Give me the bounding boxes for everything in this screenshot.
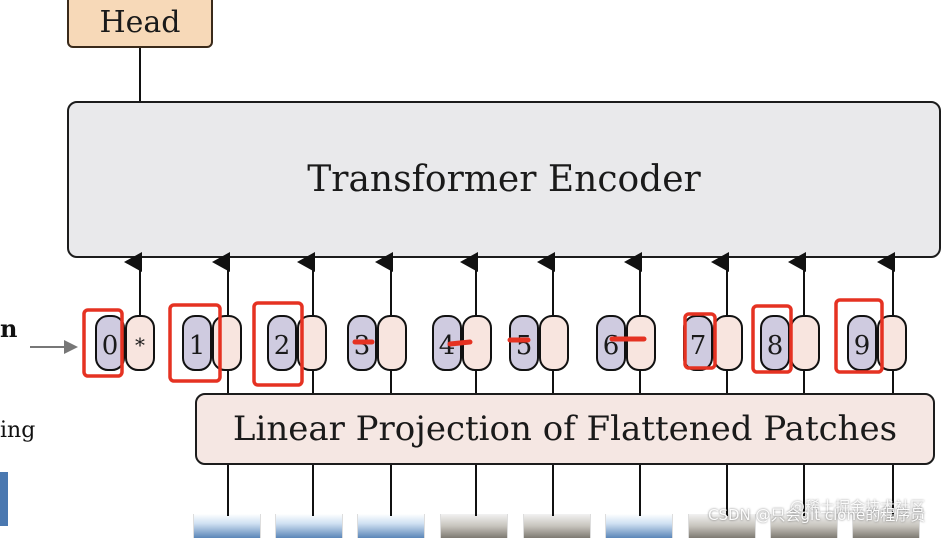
patch-connectors <box>227 465 894 516</box>
linear-projection-node: Linear Projection of Flattened Patches <box>195 393 935 465</box>
token-label-6: 6 <box>603 331 620 361</box>
position-embedding-6 <box>596 315 626 371</box>
watermark-top: @稀土掘金技术社区 <box>790 498 926 516</box>
image-patch <box>193 514 261 538</box>
token-arrows <box>124 252 895 316</box>
image-patch <box>523 514 591 538</box>
token-label-4: 4 <box>439 331 456 361</box>
token-label-5: 5 <box>516 331 533 361</box>
image-patch <box>852 514 920 538</box>
left-cut-label-bottom: ing <box>0 418 36 443</box>
highlight-box-9 <box>834 298 884 374</box>
patch-embedding-1 <box>212 315 242 371</box>
image-patch <box>275 514 343 538</box>
projection-connectors <box>227 370 894 393</box>
transformer-encoder-node: Transformer Encoder <box>67 101 941 258</box>
token-label-9: 9 <box>854 331 871 361</box>
image-patch <box>770 514 838 538</box>
watermark-bottom: CSDN @只会git clone的程序员 <box>708 506 926 524</box>
image-patch <box>357 514 425 538</box>
projection-label: Linear Projection of Flattened Patches <box>232 409 898 449</box>
position-embedding-5 <box>509 315 539 371</box>
highlight-box-7 <box>683 312 717 370</box>
token-label-7: 7 <box>690 331 707 361</box>
patch-embedding-3 <box>377 315 407 371</box>
token-row: 0 * 1 2 3 4 5 6 7 8 <box>95 315 907 371</box>
position-embedding-9 <box>847 315 877 371</box>
image-patch <box>440 514 508 538</box>
input-arrow-head <box>64 340 78 354</box>
position-embedding-0 <box>95 315 125 371</box>
position-embedding-8 <box>760 315 790 371</box>
head-node: Head <box>67 0 213 48</box>
patch-embedding-9 <box>877 315 907 371</box>
position-embedding-2 <box>267 315 297 371</box>
highlight-strokes <box>352 336 647 347</box>
token-label-1: 1 <box>189 331 206 361</box>
image-patch <box>688 514 756 538</box>
highlight-annotations <box>82 298 884 387</box>
token-label-8: 8 <box>767 331 784 361</box>
highlight-box-8 <box>751 304 793 374</box>
encoder-label: Transformer Encoder <box>307 159 701 200</box>
patch-embedding-7 <box>713 315 743 371</box>
highlight-box-1 <box>168 303 222 383</box>
head-label: Head <box>99 4 181 40</box>
class-token <box>125 315 155 371</box>
left-cut-label-top: n <box>0 314 18 343</box>
patch-embedding-2 <box>297 315 327 371</box>
highlight-box-2 <box>252 301 304 387</box>
token-label-0: 0 <box>102 331 119 361</box>
token-label-3: 3 <box>354 331 371 361</box>
highlight-stroke-4 <box>447 339 473 347</box>
image-patch <box>605 514 673 538</box>
patch-embedding-8 <box>790 315 820 371</box>
highlight-box-0 <box>82 308 124 378</box>
position-embedding-1 <box>182 315 212 371</box>
token-label-2: 2 <box>274 331 291 361</box>
patch-embedding-5 <box>539 315 569 371</box>
image-fragment <box>0 472 8 526</box>
class-token-label: * <box>135 333 145 357</box>
patch-embedding-6 <box>626 315 656 371</box>
